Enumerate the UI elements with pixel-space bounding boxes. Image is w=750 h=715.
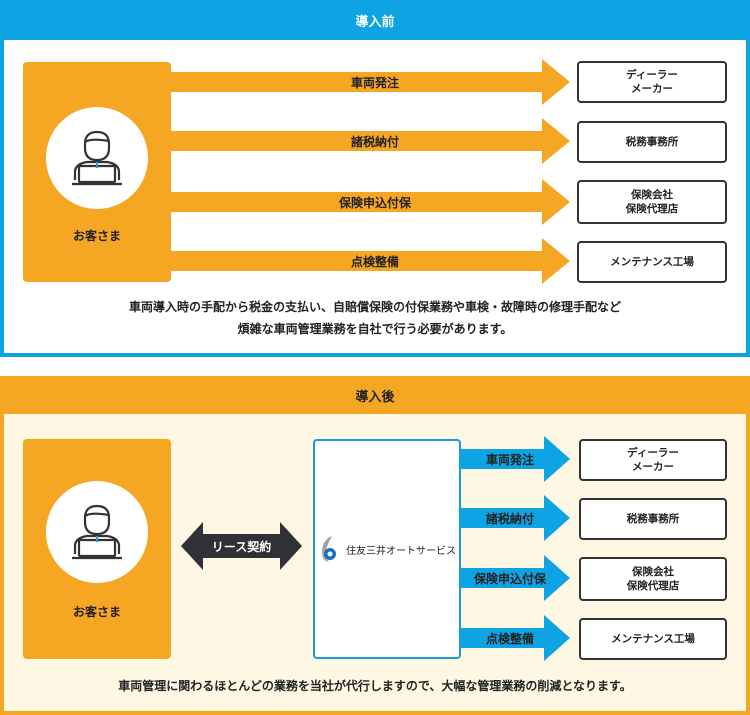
before-arrow-label-2: 諸税納付: [350, 134, 399, 149]
double-arrow-icon: [181, 522, 302, 570]
after-arrow-2: [460, 495, 570, 541]
after-arrows: [460, 436, 570, 661]
before-arrow-4: [170, 238, 570, 284]
before-target-tax-office: 税務事務所: [577, 121, 727, 163]
after-customer-avatar: [46, 481, 148, 583]
after-note: 車両管理に関わるほとんどの業務を当社が代行しますので、大幅な管理業務の削減となり…: [118, 679, 632, 693]
before-arrow-3: [170, 179, 570, 225]
after-header: 導入後: [355, 389, 395, 405]
after-arrow-label-1: 車両発注: [485, 452, 534, 467]
person-at-laptop-icon: [72, 504, 122, 560]
after-arrow-label-4: 点検整備: [485, 631, 534, 646]
after-target-maintenance: メンテナンス工場: [579, 618, 727, 660]
after-arrow-4: [460, 615, 570, 661]
before-header: 導入前: [355, 14, 395, 30]
before-arrow-2: [170, 118, 570, 164]
before-target-dealer: ディーラー メーカー: [577, 61, 727, 103]
after-customer-label: お客さま: [72, 605, 121, 619]
lease-contract-label: リース契約: [211, 539, 272, 554]
before-note-line2: 煩雑な車両管理業務を自社で行う必要があります。: [237, 322, 513, 336]
after-arrow-label-2: 諸税納付: [485, 511, 534, 526]
person-at-laptop-icon: [72, 130, 122, 186]
before-arrow-1: [170, 59, 570, 105]
after-arrow-1: [460, 436, 570, 482]
after-target-insurance: 保険会社 保険代理店: [579, 557, 727, 601]
company-name: 住友三井オートサービス: [346, 545, 456, 557]
before-arrow-label-4: 点検整備: [350, 254, 399, 269]
before-arrow-label-3: 保険申込付保: [338, 195, 411, 210]
after-target-tax-office: 税務事務所: [579, 498, 727, 540]
before-target-insurance: 保険会社 保険代理店: [577, 180, 727, 224]
before-customer-avatar: [46, 107, 148, 209]
after-target-dealer: ディーラー メーカー: [579, 439, 727, 481]
after-arrow-label-3: 保険申込付保: [473, 571, 546, 586]
before-target-maintenance: メンテナンス工場: [577, 241, 727, 283]
before-arrows: [170, 59, 570, 284]
company-box: 住友三井オートサービス: [313, 439, 461, 659]
before-note-line1: 車両導入時の手配から税金の支払い、自賠償保険の付保業務や車検・故障時の修理手配な…: [128, 300, 621, 314]
company-logo-icon: [322, 536, 336, 562]
before-customer-label: お客さま: [72, 229, 121, 243]
after-arrow-3: [460, 555, 570, 601]
before-arrow-label-1: 車両発注: [350, 75, 399, 90]
